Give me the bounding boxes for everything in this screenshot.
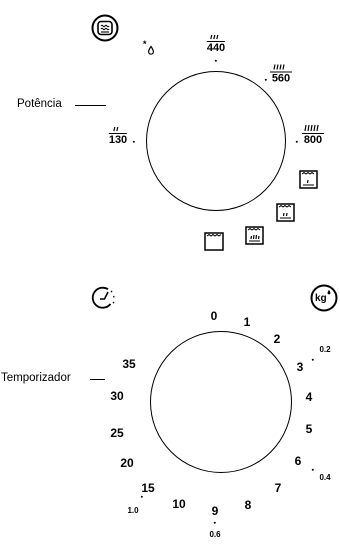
timer-number-2: 2 (273, 332, 281, 346)
grill-combi-high-icon (245, 226, 264, 250)
weight-label-0.6: 0.6 (209, 530, 221, 539)
power-level-800: 800 (302, 124, 324, 146)
timer-clock-icon (91, 285, 121, 316)
timer-number-30: 30 (110, 389, 124, 403)
timer-number-9: 9 (211, 504, 219, 518)
timer-number-7: 7 (274, 481, 282, 495)
weight-label-0.4: 0.4 (319, 473, 331, 482)
timer-number-4: 4 (305, 390, 313, 404)
weight-dot-0.2 (311, 358, 315, 362)
timer-number-6: 6 (294, 454, 302, 468)
timer-number-15: 15 (141, 481, 155, 495)
power-dot-130 (132, 140, 136, 144)
weight-defrost-kg-icon: kg (310, 284, 338, 317)
snowflake-icon: * (143, 39, 147, 49)
timer-number-3: 3 (296, 360, 304, 374)
timer-leader-line (90, 379, 105, 380)
weight-dot-1.0 (140, 495, 144, 499)
power-dot-800 (295, 140, 299, 144)
weight-dot-0.6 (213, 521, 217, 525)
water-drop-icon (147, 45, 155, 55)
power-label: Potência (17, 98, 62, 110)
timer-number-1: 1 (243, 315, 251, 329)
timer-number-0: 0 (210, 309, 218, 323)
weight-label-1.0: 1.0 (127, 506, 139, 515)
power-leader-line (75, 105, 106, 106)
power-dot-560 (264, 78, 268, 82)
power-dot-440 (214, 59, 218, 63)
weight-label-0.2: 0.2 (319, 345, 331, 354)
microwave-power-icon (91, 14, 119, 47)
timer-dial[interactable] (150, 331, 292, 473)
timer-label: Temporizador (1, 372, 71, 384)
timer-number-20: 20 (120, 456, 134, 470)
weight-dot-0.4 (311, 468, 315, 472)
grill-combi-medium-icon (276, 203, 295, 227)
timer-number-8: 8 (244, 498, 252, 512)
timer-number-35: 35 (122, 357, 136, 371)
power-level-560: 560 (270, 64, 292, 85)
power-dial[interactable] (146, 71, 286, 211)
timer-number-25: 25 (110, 426, 124, 440)
timer-number-10: 10 (172, 497, 186, 511)
timer-number-5: 5 (305, 422, 313, 436)
kg-text: kg (315, 293, 327, 304)
power-level-440: 440 (206, 34, 226, 54)
grill-combi-low-icon (299, 170, 318, 194)
power-level-130: 130 (108, 126, 128, 146)
grill-only-icon (204, 232, 224, 256)
